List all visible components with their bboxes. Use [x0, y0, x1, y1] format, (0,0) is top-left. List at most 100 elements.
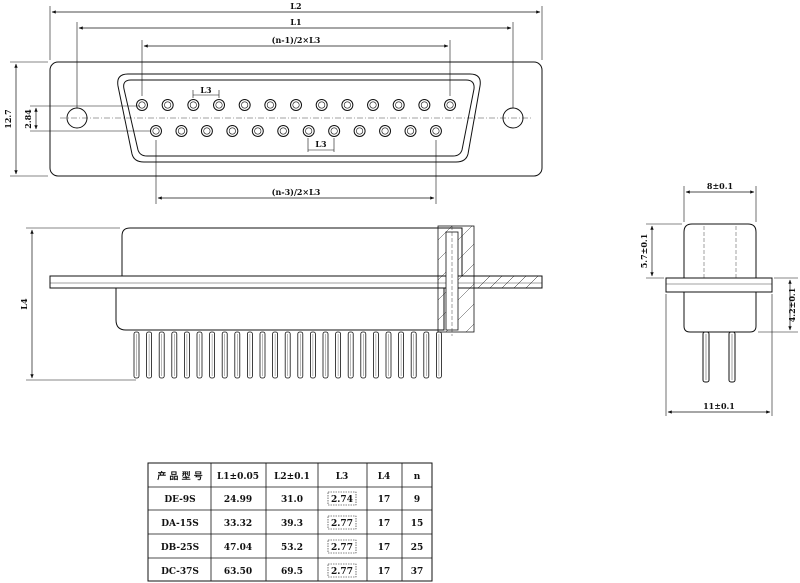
end-view-labels: 8±0.1 11±0.1 5.7±0.1 4.2±0.1 [639, 181, 797, 411]
side-view [26, 225, 543, 381]
pin-socket-inner [406, 127, 414, 135]
side-pin [398, 331, 405, 379]
side-pin [360, 331, 367, 379]
table-cell: 17 [378, 543, 391, 553]
table-cell: 2.77 [331, 543, 353, 553]
pin-socket-inner [228, 127, 236, 135]
pin-socket-inner [330, 127, 338, 135]
table-header-cell: L3 [336, 472, 349, 482]
l3-value-boxes [327, 491, 357, 578]
table-cell: 2.77 [331, 567, 353, 577]
l3-value-box [327, 491, 357, 506]
label-l2: L2 [290, 1, 301, 11]
pin-socket [302, 125, 315, 137]
pin-socket [264, 99, 277, 111]
side-pin [171, 331, 178, 379]
table-cell: 17 [378, 495, 391, 505]
pin-socket-inner [432, 127, 440, 135]
pin-socket [290, 99, 303, 111]
pin-socket [150, 125, 162, 137]
side-pin [372, 331, 379, 379]
table-header-cell: L4 [378, 472, 391, 482]
side-lower-body [115, 288, 445, 331]
pin-socket [187, 99, 200, 111]
pin-socket-inner [446, 101, 454, 109]
end-pin-right [728, 331, 736, 383]
pin-socket [367, 99, 380, 111]
pin-socket [251, 125, 264, 137]
label-top-pitch: (n-1)/2×L3 [272, 35, 321, 45]
table-header-cell: n [414, 472, 421, 482]
front-flange [49, 61, 543, 177]
pin-socket [418, 99, 431, 111]
table-cell: 24.99 [224, 495, 252, 505]
side-pin [385, 331, 392, 379]
pin-socket-inner [395, 101, 403, 109]
pin-socket [136, 99, 148, 111]
side-pin [347, 331, 354, 379]
side-pin [435, 331, 442, 379]
side-pin [234, 331, 241, 379]
side-pin [309, 331, 316, 379]
pin-row-bottom [150, 125, 442, 137]
pin-socket-inner [266, 101, 274, 109]
label-top-width: 8±0.1 [707, 181, 733, 191]
pin-socket-inner [420, 101, 428, 109]
pin-socket [404, 125, 417, 137]
pin-socket [444, 99, 457, 111]
label-lower-height: 4.2±0.1 [787, 288, 797, 323]
table-cell: 15 [411, 519, 424, 529]
side-pin [209, 331, 216, 379]
front-view [10, 6, 543, 204]
side-pin [410, 331, 417, 379]
pin-socket-inner [203, 127, 211, 135]
pin-socket-inner [381, 127, 389, 135]
l3-value-box [327, 539, 357, 554]
l3-value-box [327, 563, 357, 578]
pin-socket-inner [241, 101, 249, 109]
end-upper-body [683, 223, 757, 278]
label-l3-upper: L3 [200, 85, 212, 95]
table-cell: 17 [378, 519, 391, 529]
table-cell: DC-37S [161, 567, 199, 577]
pin-socket [429, 125, 442, 137]
pin-socket-inner [164, 101, 172, 109]
table-cell: DA-15S [161, 519, 199, 529]
side-pin [335, 331, 342, 379]
table-cell: 25 [411, 543, 424, 553]
table-cell: 9 [414, 495, 420, 505]
table-cell: 69.5 [281, 567, 303, 577]
table-cell: 37 [411, 567, 424, 577]
side-pins [133, 331, 442, 379]
pin-socket-inner [369, 101, 377, 109]
pin-socket-inner [292, 101, 300, 109]
pin-socket [392, 99, 405, 111]
label-row-gap: 2.84 [23, 109, 33, 129]
pin-socket [379, 125, 392, 137]
side-pin [183, 331, 190, 379]
table-cell: 31.0 [281, 495, 303, 505]
pin-socket [341, 99, 354, 111]
end-plate [665, 277, 773, 293]
pin-socket-inner [189, 101, 197, 109]
pin-socket-inner [356, 127, 364, 135]
table-header-cell: 产 品 型 号 [157, 470, 202, 482]
table-cell: 53.2 [281, 543, 303, 553]
table-cell: DB-25S [161, 543, 199, 553]
pin-socket [175, 125, 188, 137]
side-pin [272, 331, 279, 379]
pin-socket-inner [152, 127, 160, 135]
end-view [646, 186, 798, 416]
table-cell: 63.50 [224, 567, 252, 577]
end-pin-left [702, 331, 710, 383]
side-pin [133, 331, 140, 379]
side-pin [221, 331, 228, 379]
pin-socket [161, 99, 174, 111]
side-pin [246, 331, 253, 379]
pin-socket-inner [215, 101, 223, 109]
table-cell: DE-9S [164, 495, 195, 505]
pin-socket [277, 125, 290, 137]
pin-socket [200, 125, 213, 137]
